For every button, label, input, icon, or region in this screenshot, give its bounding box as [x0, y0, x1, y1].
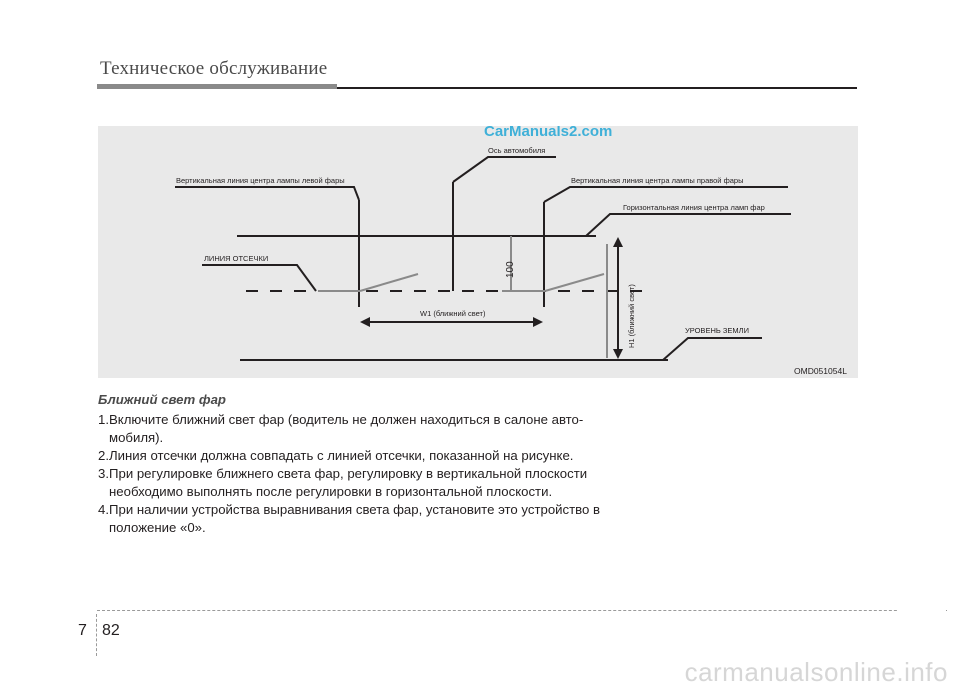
footer-rule [97, 610, 947, 611]
footer-rule-gap [898, 610, 946, 612]
left-cutoff-slope [359, 273, 419, 292]
instructions-heading: Ближний свет фар [98, 392, 226, 407]
lamp-horizontal-leader [585, 213, 791, 237]
step-number: 4. [98, 502, 109, 517]
step-text: Включите ближний свет фар (водитель не д… [109, 412, 584, 445]
h1-arrow-top-head [613, 237, 623, 247]
lamp-horizontal-label: Горизонтальная линия центра ламп фар [623, 203, 765, 212]
ground-leader [662, 337, 762, 361]
cutoff-label: ЛИНИЯ ОТСЕЧКИ [204, 254, 268, 263]
left-lamp-leader [175, 186, 360, 201]
instruction-item: 1.Включите ближний свет фар (водитель не… [98, 411, 618, 447]
instruction-list: 1.Включите ближний свет фар (водитель не… [98, 411, 618, 537]
diagram-watermark: CarManuals2.com [484, 126, 612, 140]
diagram-svg: CarManuals2.com 100 W1 (ближний свет) [175, 126, 847, 376]
section-title: Техническое обслуживание [100, 58, 328, 79]
header-rule [337, 87, 857, 89]
headlight-aim-diagram: CarManuals2.com 100 W1 (ближний свет) [98, 126, 858, 378]
step-number: 2. [98, 448, 109, 463]
h1-label: H1 (ближний свет) [627, 284, 636, 348]
step-text: Линия отсечки должна совпадать с линией … [109, 448, 574, 463]
w1-label: W1 (ближний свет) [420, 309, 486, 318]
page-divider [96, 614, 97, 656]
instruction-item: 4.При наличии устройства выравнивания св… [98, 501, 618, 537]
w1-arrow-left-head [360, 317, 370, 327]
instruction-item: 2.Линия отсечки должна совпадать с линие… [98, 447, 618, 465]
header-rule-accent [97, 84, 337, 89]
cutoff-leader [202, 264, 317, 292]
instruction-item: 3.При регулировке ближнего света фар, ре… [98, 465, 618, 501]
vehicle-axis-label: Ось автомобиля [488, 146, 545, 155]
step-number: 3. [98, 466, 109, 481]
chapter-number: 7 [78, 622, 87, 639]
h1-arrow-bottom-head [613, 349, 623, 359]
page-number: 82 [102, 622, 120, 639]
dimension-100-label: 100 [505, 261, 516, 278]
step-number: 1. [98, 412, 109, 427]
vehicle-axis-leader [452, 156, 556, 183]
instructions: Ближний свет фар 1.Включите ближний свет… [98, 391, 618, 537]
ground-label: УРОВЕНЬ ЗЕМЛИ [685, 326, 749, 335]
figure-code: OMD051054L [794, 366, 847, 376]
right-lamp-leader [543, 186, 788, 203]
right-lamp-label: Вертикальная линия центра лампы правой ф… [571, 176, 743, 185]
left-lamp-label: Вертикальная линия центра лампы левой фа… [176, 176, 345, 185]
step-text: При наличии устройства выравнивания свет… [109, 502, 601, 535]
site-watermark: carmanualsonline.info [684, 657, 948, 687]
step-text: При регулировке ближнего света фар, регу… [109, 466, 588, 499]
right-cutoff-slope [544, 273, 605, 292]
w1-arrow-right-head [533, 317, 543, 327]
